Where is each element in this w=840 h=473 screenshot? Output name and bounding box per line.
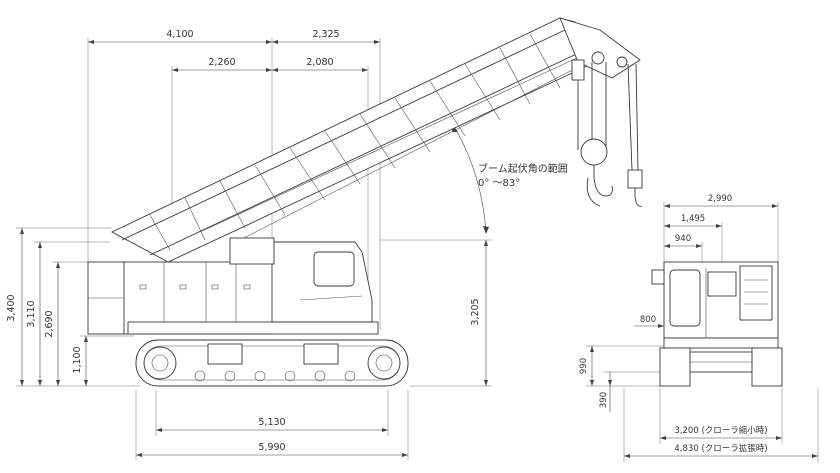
dim-2990: 2,990 (708, 194, 732, 204)
bottom-dimension-lines (135, 390, 409, 460)
upper-structure (123, 261, 379, 335)
dim-3110: 3,110 (26, 300, 37, 327)
right-height-dimension (380, 239, 492, 387)
rear-top-dimension-lines (634, 202, 779, 340)
dim-990: 990 (579, 358, 589, 374)
boom-angle-label: ブーム起伏角の範囲 (478, 162, 568, 175)
dim-4100: 4,100 (166, 29, 193, 40)
boom-angle-arc (454, 127, 487, 233)
dim-940: 940 (675, 234, 691, 244)
main-hook (571, 59, 613, 207)
dim-1495: 1,495 (681, 214, 705, 224)
dim-1100: 1,100 (72, 346, 83, 373)
dim-3205: 3,205 (470, 298, 481, 325)
rear-crawlers (659, 337, 783, 387)
rear-view: 2,990 1,495 940 800 990 390 (579, 194, 819, 462)
operator-cab (229, 237, 373, 323)
dim-3200: 3,200 (クローラ縮小時) (674, 425, 767, 436)
dim-5990: 5,990 (258, 442, 285, 453)
dim-2260: 2,260 (208, 57, 235, 68)
counterweight (87, 261, 127, 335)
dim-3400: 3,400 (6, 294, 17, 321)
dim-4830: 4,830 (クローラ拡張時) (674, 443, 767, 454)
dim-2690: 2,690 (44, 310, 55, 337)
dim-2080: 2,080 (306, 57, 333, 68)
rear-bottom-dimension-lines (623, 388, 819, 462)
dim-2325: 2,325 (312, 29, 339, 40)
dim-5130: 5,130 (258, 417, 285, 428)
side-view: 4,100 2,325 2,260 2,080 3,400 3,110 2,69 (6, 17, 643, 460)
boom-angle-range: 0° 〜83° (478, 178, 520, 189)
dim-800: 800 (640, 315, 656, 325)
crawler-track (135, 339, 409, 387)
left-dimension-lines (16, 227, 140, 387)
dim-390: 390 (599, 392, 609, 408)
auxiliary-hook (627, 63, 643, 207)
rear-left-dimension-lines (586, 345, 664, 412)
boom (111, 17, 641, 263)
rear-body (651, 261, 779, 339)
